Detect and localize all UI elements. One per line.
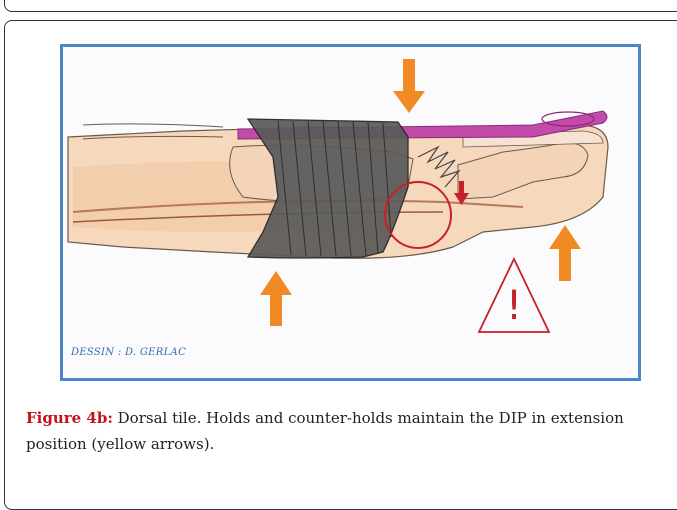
down-arrow-icon (393, 59, 425, 113)
figure-label: Figure 4b: (26, 409, 113, 427)
up-arrow-icon (260, 271, 292, 326)
up-arrow-icon (549, 225, 581, 281)
warning-symbol: ! (506, 283, 522, 329)
figure-caption: Figure 4b: Dorsal tile. Holds and counte… (26, 405, 677, 457)
figure-illustration: ! DESSIN : D. GERLAC (60, 44, 641, 381)
illustration-credit: DESSIN : D. GERLAC (71, 347, 186, 358)
finger-drawing: ! (63, 47, 638, 378)
caption-text: Dorsal tile. Holds and counter-holds mai… (26, 409, 624, 453)
top-panel-border (4, 0, 677, 12)
